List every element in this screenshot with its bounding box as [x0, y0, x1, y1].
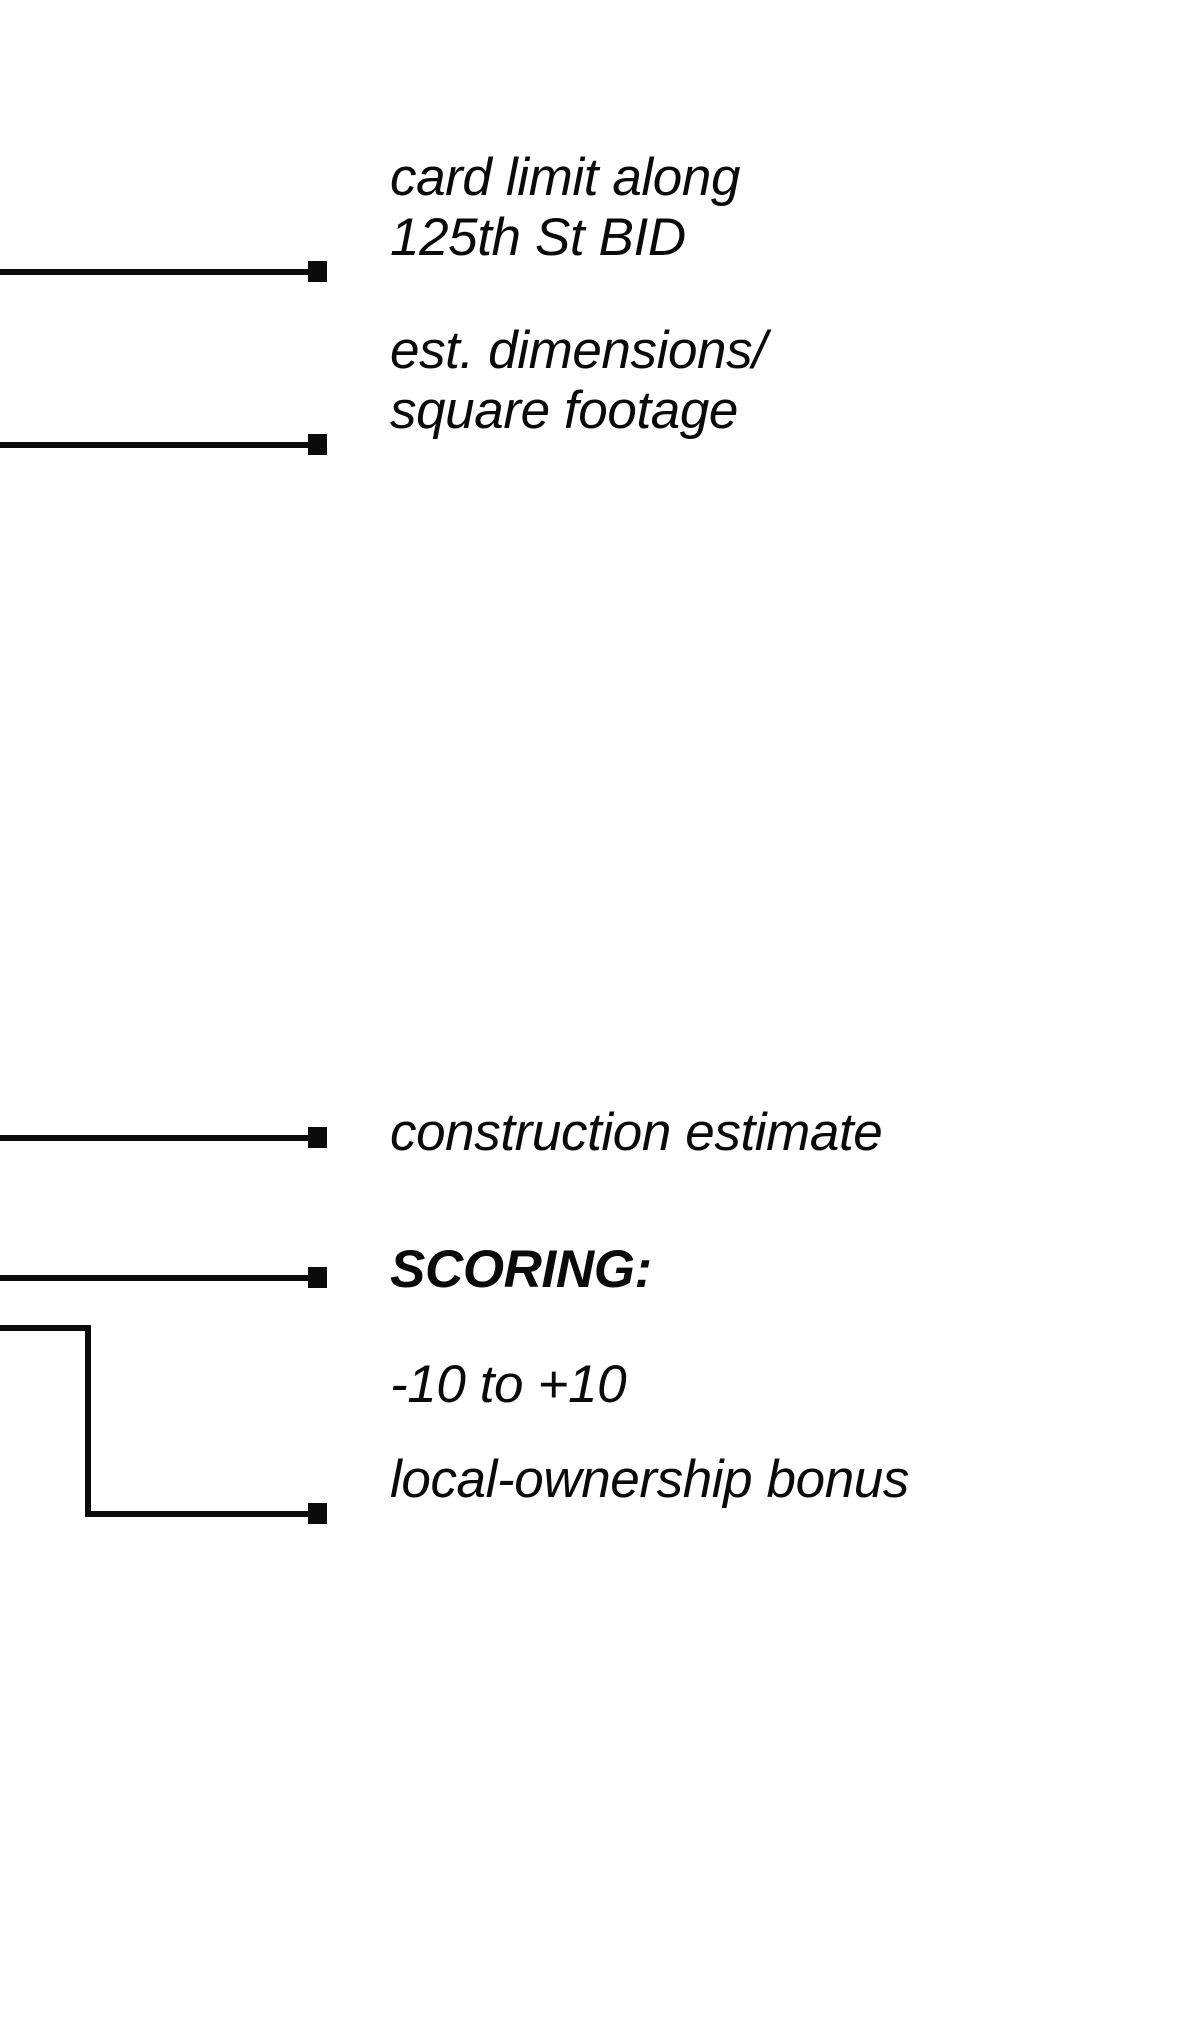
annotation-label-card-limit: card limit along 125th St BID [390, 148, 741, 267]
annotation-label-scoring-range: -10 to +10 [390, 1355, 627, 1414]
leader-cap-card-limit [308, 261, 327, 282]
leader-line-scoring [0, 1275, 310, 1281]
leader-cap-est-dimensions [308, 434, 327, 455]
annotation-label-local-ownership-bonus: local-ownership bonus [390, 1450, 909, 1509]
leader-line-card-limit [0, 269, 310, 275]
leader-cap-construction-estimate [308, 1127, 327, 1148]
leader-line-est-dimensions [0, 442, 310, 448]
bracket-bottom-segment-local-ownership [85, 1511, 310, 1517]
annotation-label-est-dimensions: est. dimensions/ square footage [390, 321, 767, 440]
bracket-vertical-segment-local-ownership [85, 1325, 91, 1517]
annotation-label-scoring: SCORING: [390, 1240, 652, 1299]
leader-cap-scoring [308, 1267, 327, 1288]
annotation-label-construction-estimate: construction estimate [390, 1103, 883, 1162]
bracket-top-segment-local-ownership [0, 1325, 91, 1331]
leader-line-construction-estimate [0, 1135, 310, 1141]
leader-cap-local-ownership [308, 1503, 327, 1524]
